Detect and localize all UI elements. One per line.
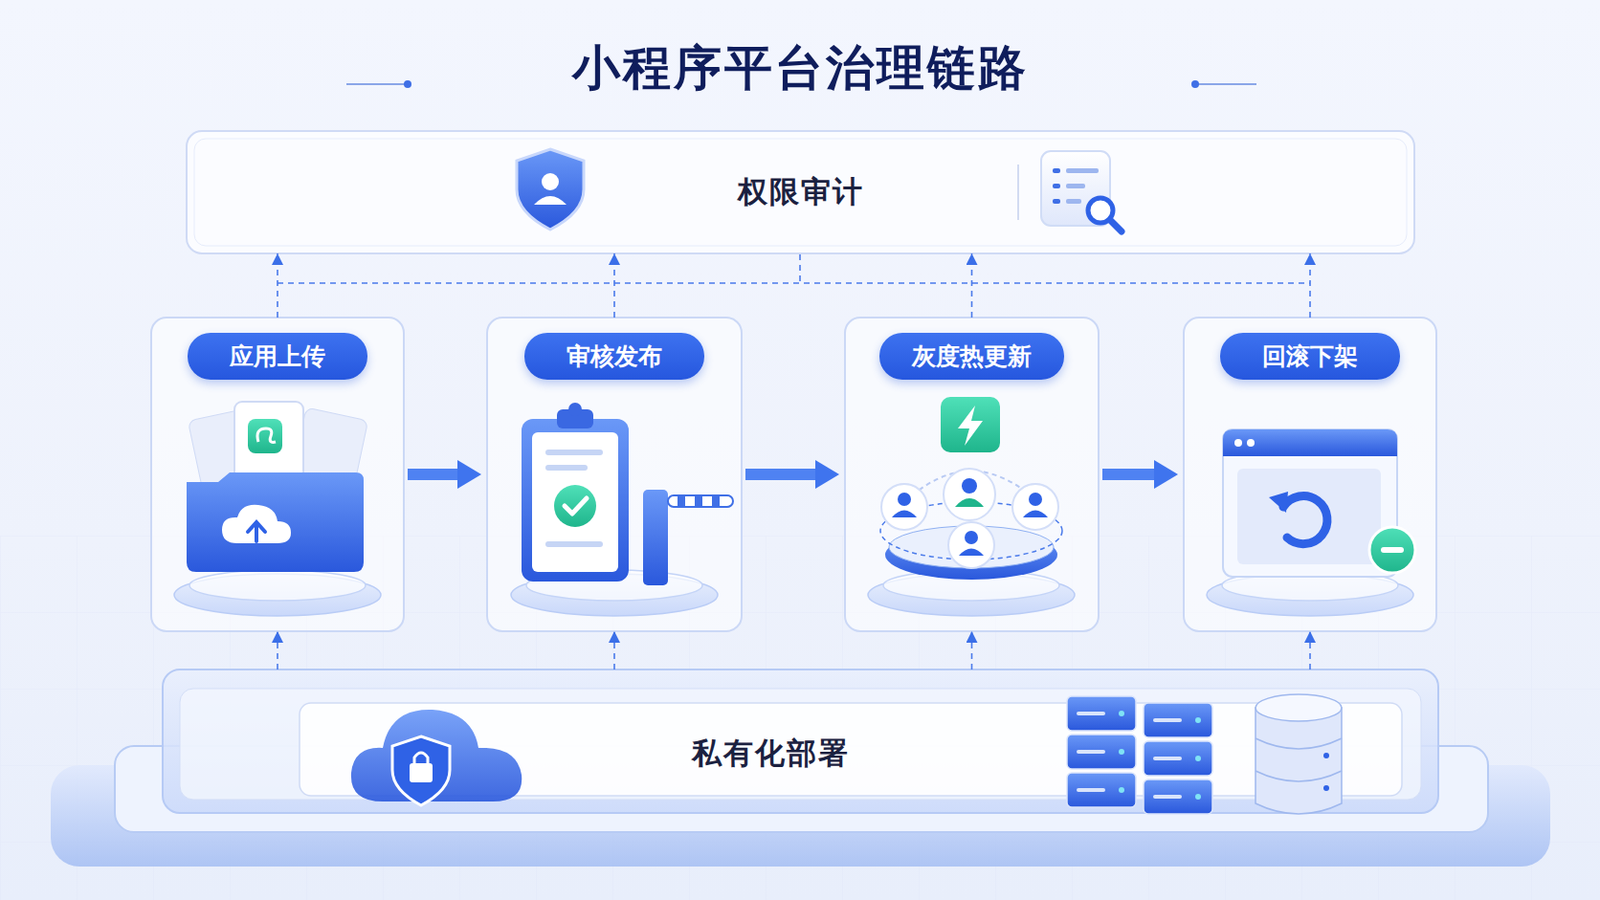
flow-arrow <box>1102 468 1158 481</box>
dashed-arrow <box>971 631 974 670</box>
dashed-arrow <box>613 253 616 318</box>
process-card: 应用上传 <box>151 317 404 632</box>
diagram-title: 小程序平台治理链路 <box>0 36 1600 101</box>
step-label: 应用上传 <box>187 333 368 380</box>
dashed-arrow <box>613 631 616 670</box>
flow-arrow <box>407 468 462 481</box>
dashed-arrow <box>276 631 279 670</box>
layer-label: 权限审计 <box>737 172 865 213</box>
dashed-arrow <box>1309 631 1312 670</box>
process-card: 灰度热更新 <box>844 317 1099 632</box>
process-card: 回滚下架 <box>1183 317 1437 632</box>
layer-band: 权限审计 <box>186 131 1415 254</box>
dashed-arrow <box>276 253 279 318</box>
step-label: 审核发布 <box>524 333 705 380</box>
step-label: 灰度热更新 <box>879 333 1065 380</box>
flow-arrow <box>745 468 820 481</box>
dashed-arrow <box>971 253 974 318</box>
dashed-arrow <box>1309 253 1312 318</box>
layer-band: 私有化部署 <box>162 669 1439 814</box>
process-card: 审核发布 <box>487 317 742 632</box>
layer-label: 私有化部署 <box>691 733 850 775</box>
step-label: 回滚下架 <box>1220 333 1400 380</box>
